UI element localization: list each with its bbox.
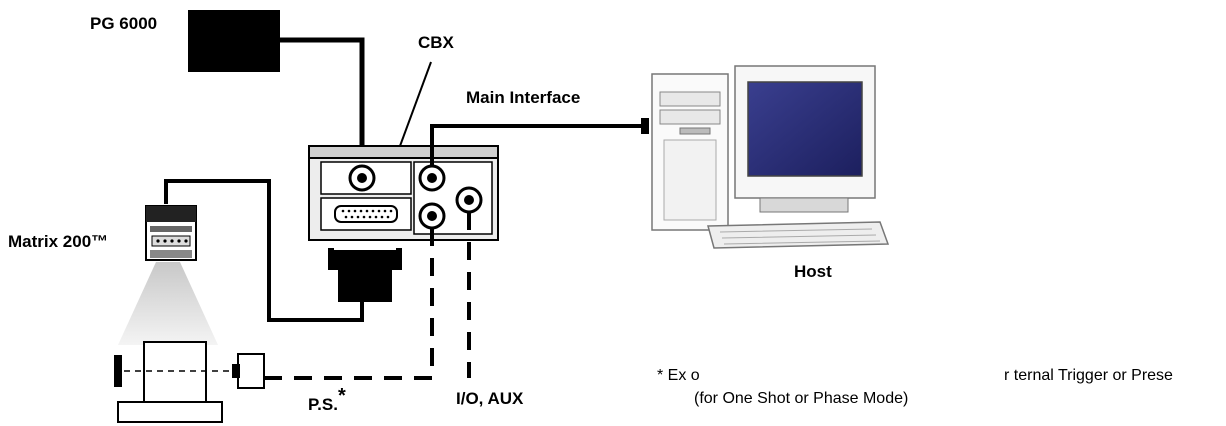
cbx-db25-connector: [334, 205, 398, 223]
scanner-plug: [328, 246, 402, 302]
host-label: Host: [794, 262, 832, 281]
matrix-reader: [118, 205, 218, 345]
main-interface-label: Main Interface: [466, 88, 581, 107]
ps-asterisk: *: [337, 385, 346, 407]
presence-sensor: [237, 353, 265, 389]
matrix-cable: [164, 179, 364, 322]
io-dashed-line: [270, 228, 434, 380]
matrix-label: Matrix 200™: [8, 232, 109, 251]
cbx-label: CBX: [418, 33, 454, 52]
pg6000-device: [188, 10, 280, 72]
main-interface-cable: [430, 124, 643, 166]
ps-text: P.S.: [308, 395, 338, 414]
host-computer: [651, 65, 890, 249]
cbx-pointer-line: [399, 61, 432, 147]
io-aux-label: I/O, AUX: [456, 389, 524, 408]
pg6000-label: PG 6000: [90, 14, 158, 33]
conveyor-object: [114, 341, 276, 423]
note-line2: (for One Shot or Phase Mode): [694, 390, 909, 407]
note-line1-start: * Ex o: [657, 367, 700, 384]
ps-label: P.S.*: [308, 385, 346, 416]
note-line1-end: r ternal Trigger or Prese: [1004, 367, 1173, 384]
pg6000-cable: [280, 37, 365, 172]
cbx-box: [308, 145, 499, 241]
